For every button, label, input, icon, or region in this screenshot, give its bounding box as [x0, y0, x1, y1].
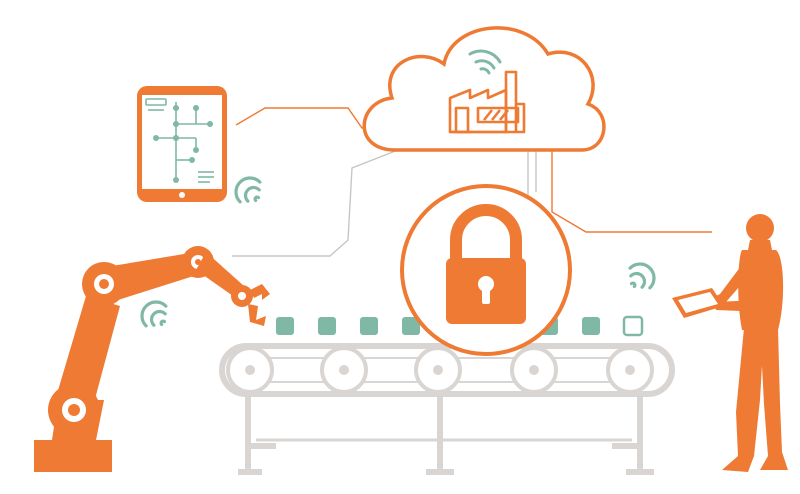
worker-tablet — [672, 288, 724, 318]
tablet-screen — [142, 95, 222, 189]
wifi-icon — [628, 262, 656, 290]
robot-arm — [34, 246, 270, 472]
cloud — [362, 26, 606, 152]
worker — [672, 214, 788, 472]
wifi-signals — [140, 176, 656, 328]
conveyor-item — [402, 317, 420, 335]
conveyor-item — [318, 317, 336, 335]
conveyor-item — [360, 317, 378, 335]
conveyor-roller-hub — [529, 365, 539, 375]
lock — [400, 184, 572, 356]
conveyor-roller-hub — [245, 365, 255, 375]
conveyor-rollers — [226, 346, 654, 394]
conveyor-item — [276, 317, 294, 335]
cloud-to-worker-line — [551, 150, 712, 233]
conveyor-roller-hub — [625, 365, 635, 375]
person-with-tablet-icon — [708, 214, 788, 472]
conveyor-items — [276, 315, 644, 337]
cloud-to-robot-line-gray — [232, 149, 399, 257]
conveyor-item — [582, 317, 600, 335]
network-nodes — [153, 105, 213, 183]
wifi-icon — [468, 49, 502, 75]
tablet-home-button — [179, 192, 185, 198]
conveyor — [219, 315, 675, 475]
cloud-icon — [362, 26, 606, 152]
padlock-icon — [446, 204, 526, 324]
conveyor-roller-hub — [433, 365, 443, 375]
wifi-icon — [234, 176, 262, 204]
robot-arm-icon — [34, 246, 270, 472]
wifi-icon — [140, 300, 168, 328]
tablet — [137, 86, 227, 202]
factory-icon — [448, 70, 526, 134]
conveyor-item — [622, 315, 644, 337]
conveyor-roller-hub — [339, 365, 349, 375]
